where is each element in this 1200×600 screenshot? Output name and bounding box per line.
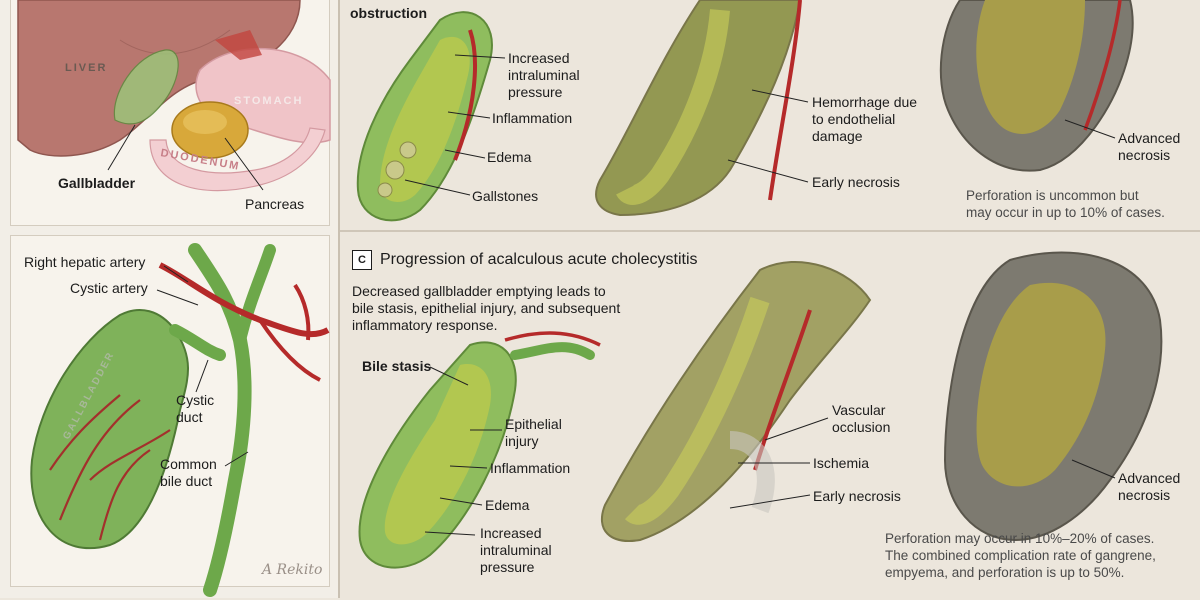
common-bile-duct-label: Common bile duct	[160, 456, 217, 489]
section-c-title: C Progression of acalculous acute cholec…	[352, 250, 698, 270]
b-edema-label: Edema	[487, 149, 532, 165]
stage2-c-gallbladder	[600, 261, 872, 542]
gallbladder-small-illustration	[113, 30, 262, 125]
c-perforation-caption: Perforation may occur in 10%–20% of case…	[885, 531, 1156, 580]
b-gallstones-label: Gallstones	[472, 188, 539, 204]
common-bile-duct-illustration	[188, 243, 276, 597]
section-b-heading: obstruction	[350, 5, 427, 21]
stage2-b-gallbladder	[595, 0, 802, 217]
cystic-duct-label: Cystic duct	[176, 392, 215, 425]
stage3-b-gallbladder	[939, 0, 1134, 172]
pancreas-label: Pancreas	[245, 196, 305, 212]
b-hemorrhage-label: Hemorrhage due to endothelial damage	[812, 94, 918, 144]
section-divider	[340, 230, 1200, 232]
section-c-description: Decreased gallbladder emptying leads to …	[352, 283, 621, 333]
c-vascular-occlusion-label: Vascular occlusion	[832, 402, 891, 435]
c-bile-stasis-label: Bile stasis	[362, 358, 432, 374]
c-epithelial-injury-label: Epithelial injury	[505, 416, 562, 449]
c-ischemia-label: Ischemia	[813, 455, 870, 471]
c-early-necrosis-label: Early necrosis	[813, 488, 901, 504]
b-inflammation-label: Inflammation	[492, 110, 573, 126]
gallbladder-label: Gallbladder	[58, 175, 136, 191]
stage1-c-gallbladder	[358, 331, 601, 569]
stage1-b-gallbladder	[356, 11, 493, 222]
c-inflammation-label: Inflammation	[490, 460, 571, 476]
duodenum-illustration	[149, 127, 326, 192]
b-increased-pressure-label: Increased intraluminal pressure	[508, 50, 580, 100]
stage3-c-gallbladder	[943, 251, 1163, 542]
stomach-label: STOMACH	[234, 95, 304, 107]
gallbladder-large-illustration	[30, 309, 226, 550]
b-early-necrosis-label: Early necrosis	[812, 174, 900, 190]
c-increased-pressure-label: Increased intraluminal pressure	[480, 525, 552, 575]
artist-signature: A Rekito	[262, 562, 323, 578]
pancreas-illustration	[171, 101, 249, 159]
section-c-title-text: Progression of acalculous acute cholecys…	[380, 251, 698, 268]
b-perforation-caption: Perforation is uncommon but may occur in…	[966, 188, 1165, 220]
liver-label: LIVER	[65, 62, 108, 74]
cystic-artery-label: Cystic artery	[70, 280, 148, 296]
right-hepatic-artery-label: Right hepatic artery	[24, 254, 146, 270]
b-advanced-necrosis-label: Advanced necrosis	[1118, 130, 1181, 163]
section-c-letter: C	[352, 250, 372, 270]
c-edema-label: Edema	[485, 497, 530, 513]
c-advanced-necrosis-label: Advanced necrosis	[1118, 470, 1181, 503]
